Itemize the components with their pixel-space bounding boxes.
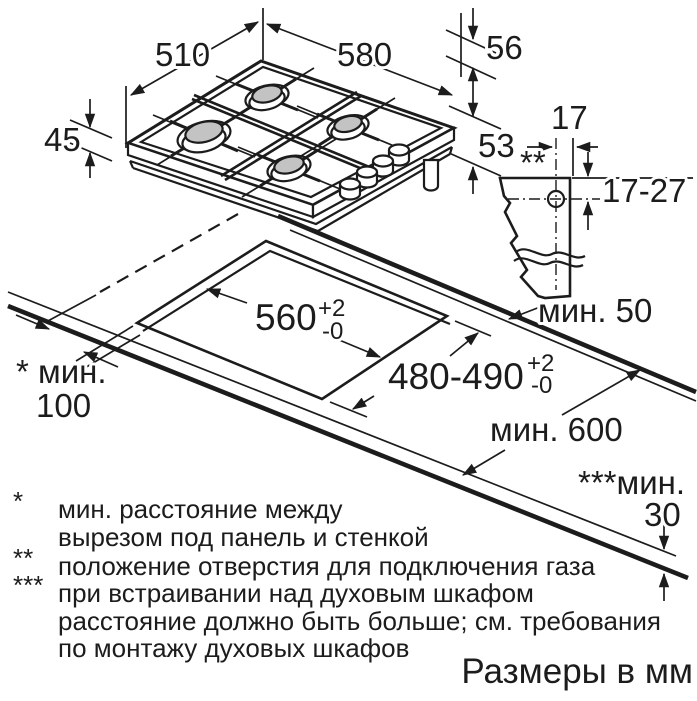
worktop-cutout [75,239,492,418]
min-100-arrow-right [82,351,119,368]
footnote-1-marker: * [13,486,23,516]
cutout-outline [134,239,450,401]
dimension-lines [15,8,670,601]
footnote-1-line-2: вырезом под панель и стенкой [58,522,429,552]
gas-hole-marker: ** [520,144,546,181]
worktop [7,213,697,581]
gas-hole-centerlines [508,138,600,290]
footnote-2-marker: ** [13,543,33,573]
knob-top [355,165,379,179]
min-100-arrow-left [15,314,51,330]
cutout-inner-rim [142,249,451,332]
burner-left [152,106,256,166]
dim-480-arrow-left [352,395,375,410]
dim-53-label: 53 [478,127,515,164]
min-50-label: мин. 50 [538,292,652,329]
detail-extension-lines [572,138,693,179]
dim-17-27-label: 17-27 [602,172,686,209]
grate-fingers [316,107,380,147]
burner-cap [333,114,363,134]
dim-45-label: 45 [44,121,81,158]
knob-top [387,143,411,157]
dim-560-arrow-right [331,336,382,358]
knob-top [338,177,362,191]
footnote-3-marker: *** [13,570,43,600]
grate-fingers [169,114,239,158]
min-50-leader-arrow [507,306,541,320]
dim-480-arrow-right [449,332,479,357]
dim-480-tol-plus: +2 [527,350,554,377]
dim-580-label: 580 [337,36,392,73]
min-30-value: 30 [644,496,681,533]
dim-560-tol-minus: -0 [322,318,343,345]
burner-front [237,138,341,198]
worktop-front-edge-thin [7,291,677,557]
control-knobs [338,143,411,201]
worktop-front-edge-thick [7,303,689,581]
burner-cap [273,155,305,175]
dim-17-label: 17 [551,99,588,136]
burner-cap [184,120,224,144]
min-600-arrow-top [561,369,642,416]
grate-center-bars [191,90,385,182]
burner-right [296,97,400,157]
panel-cross-section [498,176,572,300]
units-note: Размеры в мм [461,652,693,691]
gas-hole-detail [498,138,693,300]
footnote-3-line-1: при встраивании над духовым шкафом [58,578,534,608]
footnote-1-line-1: мин. расстояние между [58,494,342,524]
wall-line-extension [45,294,97,323]
dim-580-line [265,23,454,96]
cutout-right-extension-tick [454,320,492,337]
dim-510-line [129,21,260,96]
gas-connection-pipe [422,158,440,192]
min-100-label: * мин. [16,353,107,390]
dim-510-ticks [125,8,264,148]
control-knob [338,177,362,201]
dim-480-490-label: 480-490 [388,356,524,397]
footnote-3-line-2: расстояние должно быть больше; см. требо… [58,606,661,636]
worktop-back-edge-thick [277,213,697,395]
dim-480-tol-minus: -0 [531,372,552,399]
footnote-3-line-3: по монтажу духовых шкафов [58,633,409,663]
drawing-lines [7,8,697,601]
min-30-label: ***мин. [578,464,685,501]
knob-top [371,154,395,168]
footnote-2-line-1: положение отверстия для подключения газа [58,551,596,581]
grate-fingers [257,148,321,188]
dim-56-label: 56 [486,29,523,66]
labels: 510 580 45 56 53 17 ** 17-27 мин. 50 560… [13,26,693,691]
dim-560-arrow-left [205,288,248,304]
hob [124,59,458,233]
dim-510-label: 510 [155,36,210,73]
min-600-label: мин. 600 [490,411,623,448]
dim-560-label: 560 [255,297,317,338]
wall-line-dashed [99,213,239,293]
hob-base-lip [128,146,454,233]
min-600-arrow-bottom [462,449,506,476]
cutout-bottom-extension-tick [329,401,368,418]
min-100-value: 100 [36,387,91,424]
dim-560-tol-plus: +2 [318,295,345,322]
panel-break-lines [513,248,586,268]
